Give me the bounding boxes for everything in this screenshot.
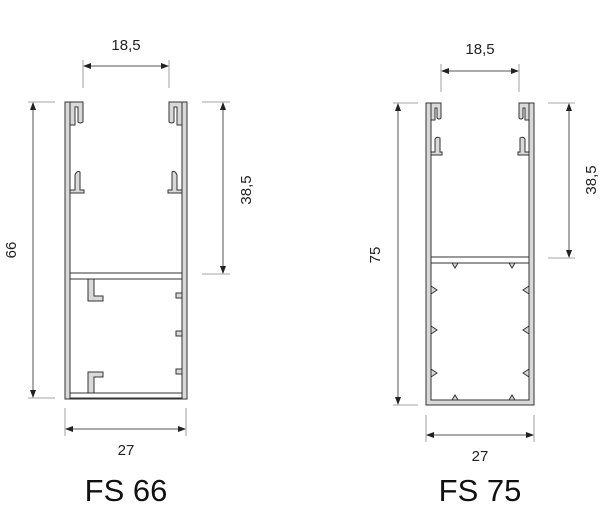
fs66-title: FS 66 (85, 473, 168, 508)
fs66-upper-label: 38,5 (238, 175, 255, 204)
fs66-dimensions: 18,5 66 38,5 27 FS 66 (3, 37, 255, 508)
fs75-dimensions: 18,5 75 38,5 27 FS 75 (367, 41, 600, 508)
fs75-profile (425, 102, 535, 406)
fs75-width-label: 27 (472, 448, 489, 465)
fs66-height-label: 66 (3, 242, 20, 259)
fs75-height-label: 75 (367, 247, 384, 264)
fs75-upper-label: 38,5 (583, 165, 600, 194)
fs75-lower-chamber (430, 262, 530, 401)
fs75-opening-label: 18,5 (465, 41, 494, 58)
fs66-lower-chamber (69, 278, 183, 394)
fs66-profile (64, 101, 188, 400)
fs75-title: FS 75 (439, 473, 522, 508)
fs66-opening-label: 18,5 (111, 37, 140, 54)
fs66-width-label: 27 (118, 442, 135, 459)
